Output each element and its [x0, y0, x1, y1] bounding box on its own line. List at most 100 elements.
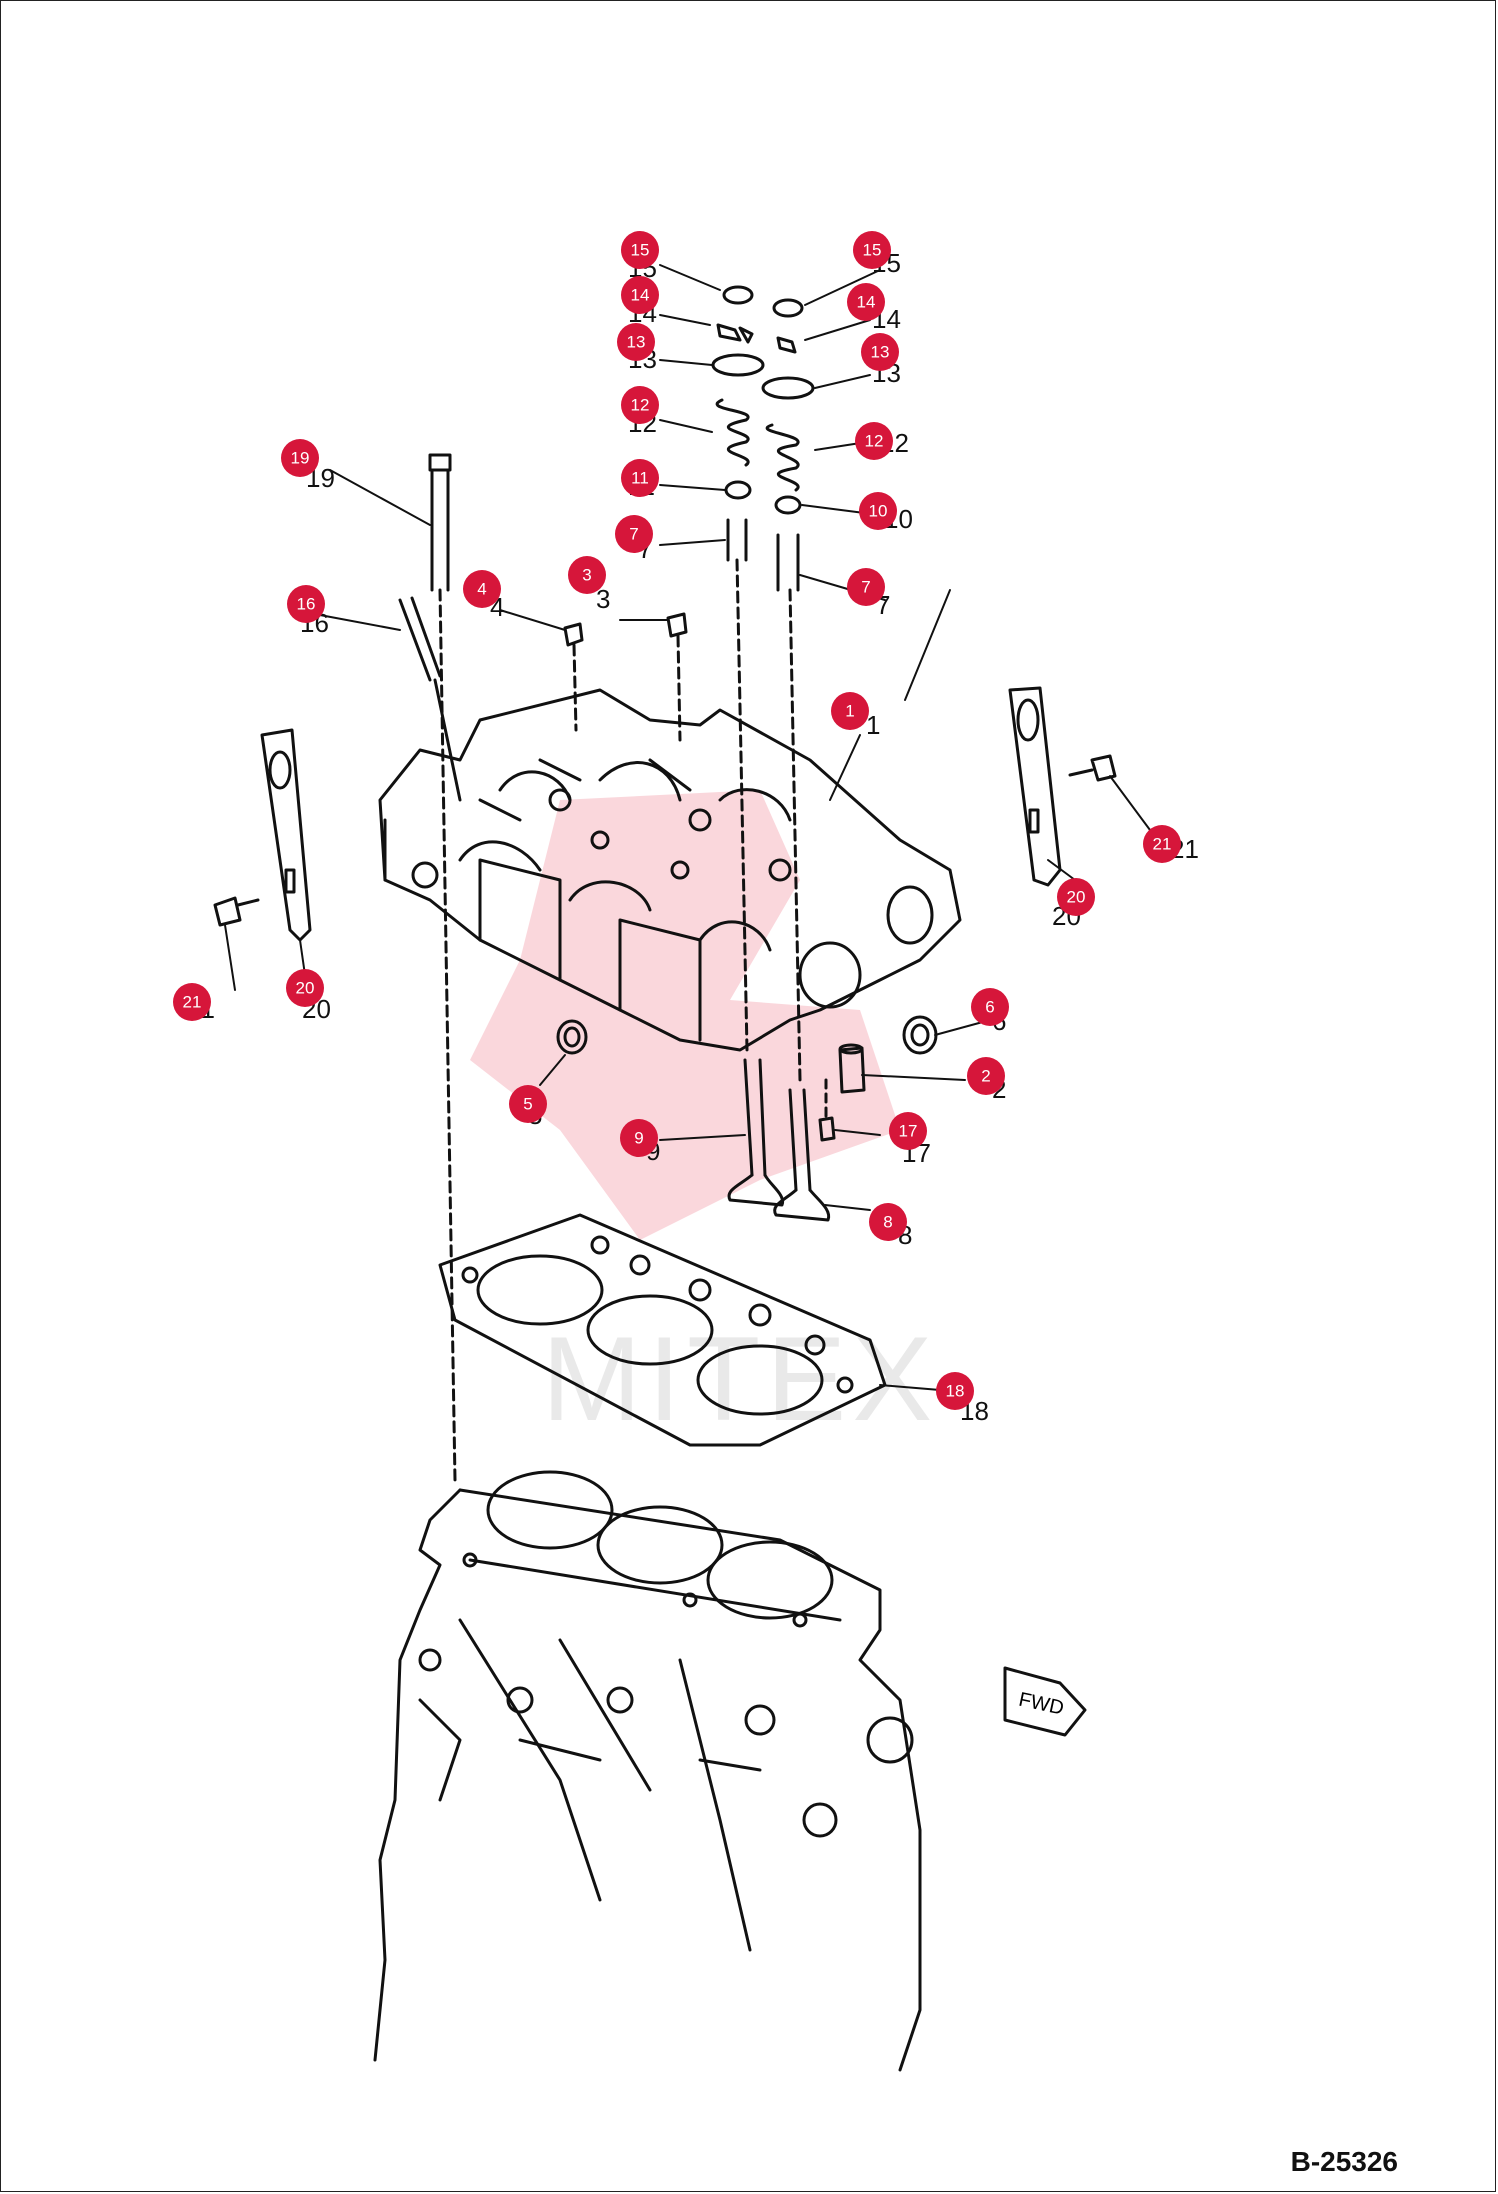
pin-17 — [818, 1078, 836, 1142]
callout-badge-7a[interactable]: 7 — [615, 515, 653, 553]
badge-circle — [281, 439, 319, 477]
badge-circle — [509, 1085, 547, 1123]
badge-label: 17 — [899, 1122, 918, 1141]
badge-label: 20 — [1067, 888, 1086, 907]
callout-badge-12a[interactable]: 12 — [621, 386, 659, 424]
head-bolt-19 — [428, 453, 457, 1482]
badge-circle — [831, 692, 869, 730]
callout-badge-5[interactable]: 5 — [509, 1085, 547, 1123]
badge-label: 13 — [871, 343, 890, 362]
badge-circle — [971, 988, 1009, 1026]
badge-label: 9 — [634, 1129, 643, 1148]
badge-label: 14 — [631, 286, 650, 305]
callout-badge-21b[interactable]: 21 — [1143, 825, 1181, 863]
badge-circle — [617, 323, 655, 361]
seal-6 — [902, 1015, 938, 1055]
badge-label: 10 — [869, 502, 888, 521]
badge-label: 21 — [183, 993, 202, 1012]
callout-badge-16[interactable]: 16 — [287, 585, 325, 623]
callout-badge-14a[interactable]: 14 — [621, 276, 659, 314]
bracket-bolt-left — [213, 896, 260, 927]
badge-circle — [936, 1372, 974, 1410]
callout-badge-18[interactable]: 18 — [936, 1372, 974, 1410]
drawing-code: B-25326 — [1290, 2146, 1398, 2177]
callout-badge-17[interactable]: 17 — [889, 1112, 927, 1150]
badge-label: 12 — [865, 432, 884, 451]
badge-circle — [847, 568, 885, 606]
stud-16 — [398, 596, 462, 802]
badge-label: 21 — [1153, 835, 1172, 854]
badge-label: 14 — [857, 293, 876, 312]
valve-8 — [773, 1088, 831, 1222]
badge-label: 7 — [861, 578, 870, 597]
badge-label: 5 — [523, 1095, 532, 1114]
badge-label: 19 — [291, 449, 310, 468]
badge-circle — [621, 386, 659, 424]
callout-badge-12b[interactable]: 12 — [855, 422, 893, 460]
leader-lines — [224, 264, 1151, 1391]
callout-badge-19[interactable]: 19 — [281, 439, 319, 477]
badge-label: 3 — [582, 566, 591, 585]
callout-badge-20a[interactable]: 20 — [286, 969, 324, 1007]
bracket-bolt-right — [1068, 754, 1117, 782]
callout-badge-21a[interactable]: 21 — [173, 983, 211, 1021]
callout-badge-8[interactable]: 8 — [869, 1203, 907, 1241]
callout-badge-10[interactable]: 10 — [859, 492, 897, 530]
badge-circle — [1057, 878, 1095, 916]
badge-circle — [855, 422, 893, 460]
callout-badge-13a[interactable]: 13 — [617, 323, 655, 361]
callout-badge-11[interactable]: 11 — [621, 459, 659, 497]
badge-label: 15 — [863, 241, 882, 260]
badge-label: 13 — [627, 333, 646, 352]
callout-badge-15a[interactable]: 15 — [621, 231, 659, 269]
badge-label: 1 — [845, 702, 854, 721]
badge-label: 11 — [631, 469, 649, 488]
badge-label: 7 — [629, 525, 638, 544]
callout-badges: 15 15 14 14 13 13 12 12 11 10 7 7 19 16 4 3 1 21 21 20 20 6 5 2… — [173, 231, 1181, 1410]
badge-circle — [621, 276, 659, 314]
callout-badge-20b[interactable]: 20 — [1057, 878, 1095, 916]
seal-5 — [556, 1019, 588, 1055]
callout-badge-13b[interactable]: 13 — [861, 333, 899, 371]
callout-badge-14b[interactable]: 14 — [847, 283, 885, 321]
badge-circle — [847, 283, 885, 321]
badge-label: 8 — [883, 1213, 892, 1232]
badge-label: 18 — [946, 1382, 965, 1401]
badge-circle — [889, 1112, 927, 1150]
valve-9 — [727, 1058, 785, 1207]
printed-num: 3 — [596, 584, 610, 614]
callout-badge-3[interactable]: 3 — [568, 556, 606, 594]
badge-circle — [853, 231, 891, 269]
fwd-label: FWD — [1017, 1689, 1066, 1720]
badge-label: 2 — [981, 1067, 990, 1086]
bushing-2 — [838, 1043, 866, 1094]
badge-circle — [861, 333, 899, 371]
badge-circle — [869, 1203, 907, 1241]
badge-circle — [463, 570, 501, 608]
callout-badge-6[interactable]: 6 — [971, 988, 1009, 1026]
badge-circle — [173, 983, 211, 1021]
callout-badge-7b[interactable]: 7 — [847, 568, 885, 606]
badge-circle — [859, 492, 897, 530]
badge-circle — [621, 231, 659, 269]
badge-label: 12 — [631, 396, 650, 415]
badge-circle — [615, 515, 653, 553]
cylinder-head — [378, 688, 962, 1052]
cylinder-block — [373, 1470, 922, 2072]
badge-circle — [967, 1057, 1005, 1095]
badge-label: 4 — [477, 580, 486, 599]
callout-badge-1[interactable]: 1 — [831, 692, 869, 730]
callout-badge-9[interactable]: 9 — [620, 1119, 658, 1157]
badge-label: 16 — [297, 595, 316, 614]
badge-circle — [287, 585, 325, 623]
callout-badge-4[interactable]: 4 — [463, 570, 501, 608]
callout-badge-15b[interactable]: 15 — [853, 231, 891, 269]
badge-label: 20 — [296, 979, 315, 998]
watermark-text: MITEX — [542, 1312, 939, 1446]
callout-badge-2[interactable]: 2 — [967, 1057, 1005, 1095]
badge-circle — [621, 459, 659, 497]
badge-circle — [1143, 825, 1181, 863]
badge-circle — [286, 969, 324, 1007]
